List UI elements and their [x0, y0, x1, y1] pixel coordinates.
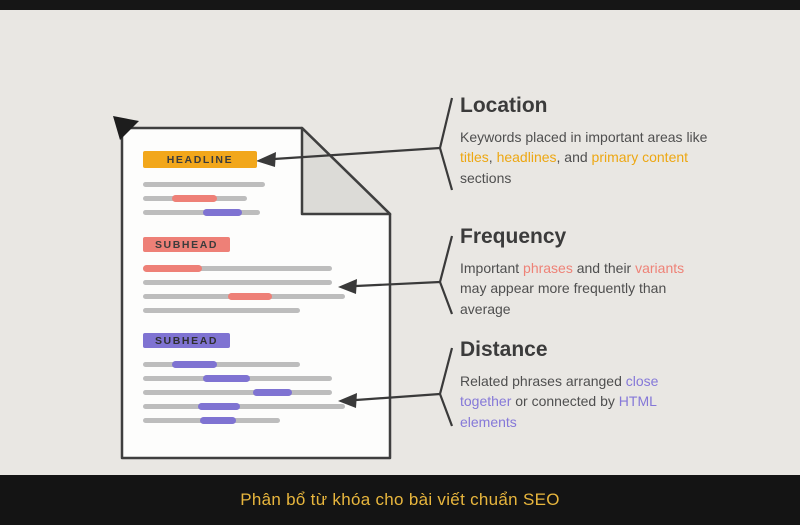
section-location: Location Keywords placed in important ar… [460, 94, 722, 188]
arrowhead-distance [338, 393, 357, 408]
corner-mark [113, 116, 139, 140]
arrowhead-frequency [338, 279, 357, 294]
arrowhead-location [256, 152, 276, 167]
section-title-distance: Distance [460, 338, 548, 361]
top-border-strip [0, 0, 800, 10]
section-title-frequency: Frequency [460, 225, 567, 248]
connector-location [273, 97, 454, 191]
diagram-area: HEADLINE SUBHEAD SUBHEAD [0, 10, 800, 475]
caption-text: Phân bổ từ khóa cho bài viết chuẩn SEO [240, 490, 560, 509]
section-description-location: Keywords placed in important areas like … [460, 129, 708, 186]
connector-frequency [355, 235, 454, 315]
section-frequency: Frequency Important phrases and their va… [460, 225, 722, 319]
connector-distance [355, 347, 454, 427]
folded-corner [300, 126, 392, 216]
section-description-frequency: Important phrases and their variants may… [460, 260, 685, 317]
section-description-distance: Related phrases arranged close together … [460, 373, 659, 430]
section-title-location: Location [460, 94, 548, 117]
section-distance: Distance Related phrases arranged close … [460, 338, 722, 432]
caption-banner: Phân bổ từ khóa cho bài viết chuẩn SEO [0, 475, 800, 525]
